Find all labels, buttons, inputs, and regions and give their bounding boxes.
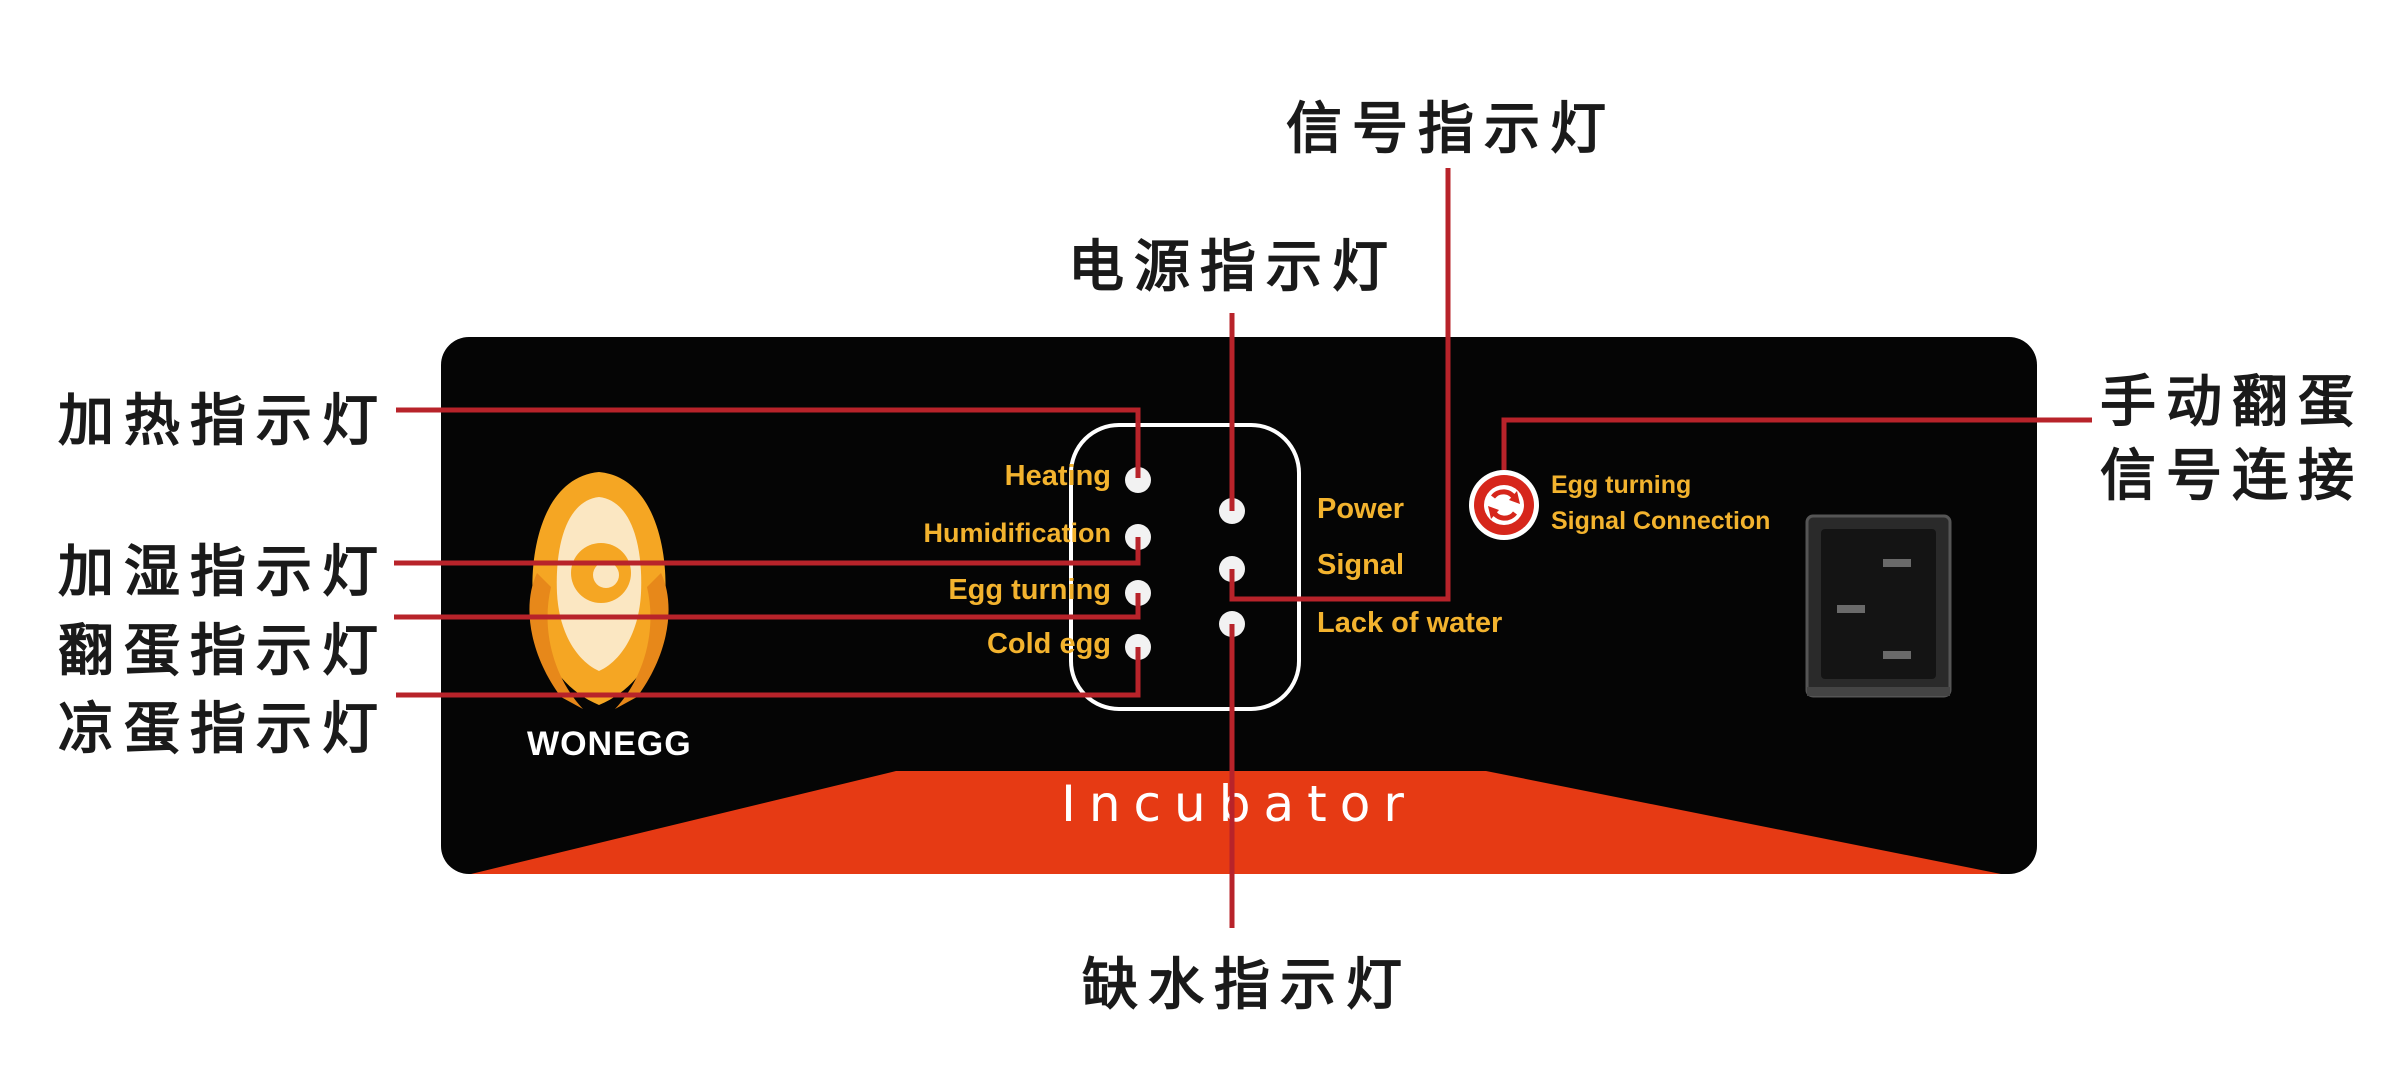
- indicator-frame: [1069, 423, 1301, 711]
- connector-label-line2: Signal Connection: [1551, 507, 1771, 535]
- humidification-leader: [394, 537, 1141, 566]
- egg-logo-icon: [529, 472, 669, 709]
- incubator-banner: [471, 771, 2001, 874]
- callout-heating-indicator: 加热指示灯: [58, 389, 388, 454]
- manual-turning-leader: [1501, 417, 2092, 470]
- callout-egg-turning-indicator: 翻蛋指示灯: [58, 619, 388, 684]
- callout-humidification-indicator: 加湿指示灯: [58, 540, 388, 605]
- signal-label: Signal: [1317, 549, 1405, 581]
- refresh-icon: [1469, 470, 1539, 540]
- humidification-label: Humidification: [923, 518, 1112, 548]
- power-socket-icon: [1805, 514, 1952, 698]
- control-panel: Heating Humidification Egg turning Cold …: [441, 337, 2037, 874]
- panel-graphics: [471, 423, 2001, 874]
- callout-manual-turning-line1: 手动翻蛋: [2100, 370, 2364, 435]
- signal-leader: [1229, 168, 1451, 602]
- brand-name: WONEGG: [527, 725, 692, 763]
- power-label: Power: [1317, 493, 1405, 525]
- egg-turning-label: Egg turning: [948, 574, 1111, 606]
- callout-cold-egg-indicator: 凉蛋指示灯: [58, 697, 388, 762]
- heating-label: Heating: [1004, 460, 1111, 492]
- callout-manual-turning-line2: 信号连接: [2100, 444, 2364, 509]
- cold-egg-label: Cold egg: [986, 628, 1111, 660]
- connector-label-line1: Egg turning: [1551, 471, 1692, 499]
- heating-led: [1125, 467, 1151, 493]
- lack-of-water-label: Lack of water: [1317, 607, 1503, 639]
- callout-power-indicator: 电源指示灯: [1068, 235, 1398, 300]
- callout-lack-of-water-indicator: 缺水指示灯: [1082, 953, 1412, 1018]
- egg-turning-leader: [394, 593, 1141, 620]
- callout-signal-indicator: 信号指示灯: [1286, 97, 1616, 162]
- cold-egg-leader: [396, 647, 1141, 698]
- heating-leader: [396, 407, 1141, 478]
